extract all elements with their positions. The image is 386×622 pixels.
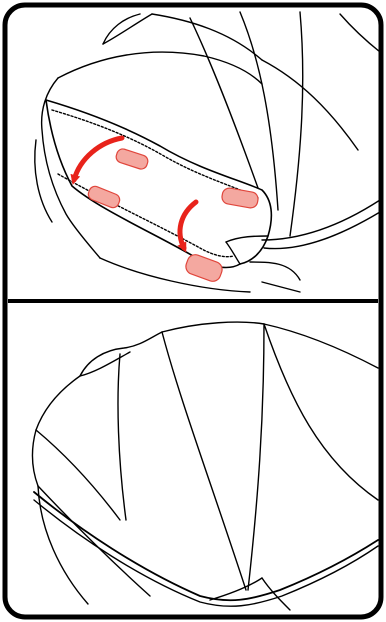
outer-frame <box>5 5 381 617</box>
